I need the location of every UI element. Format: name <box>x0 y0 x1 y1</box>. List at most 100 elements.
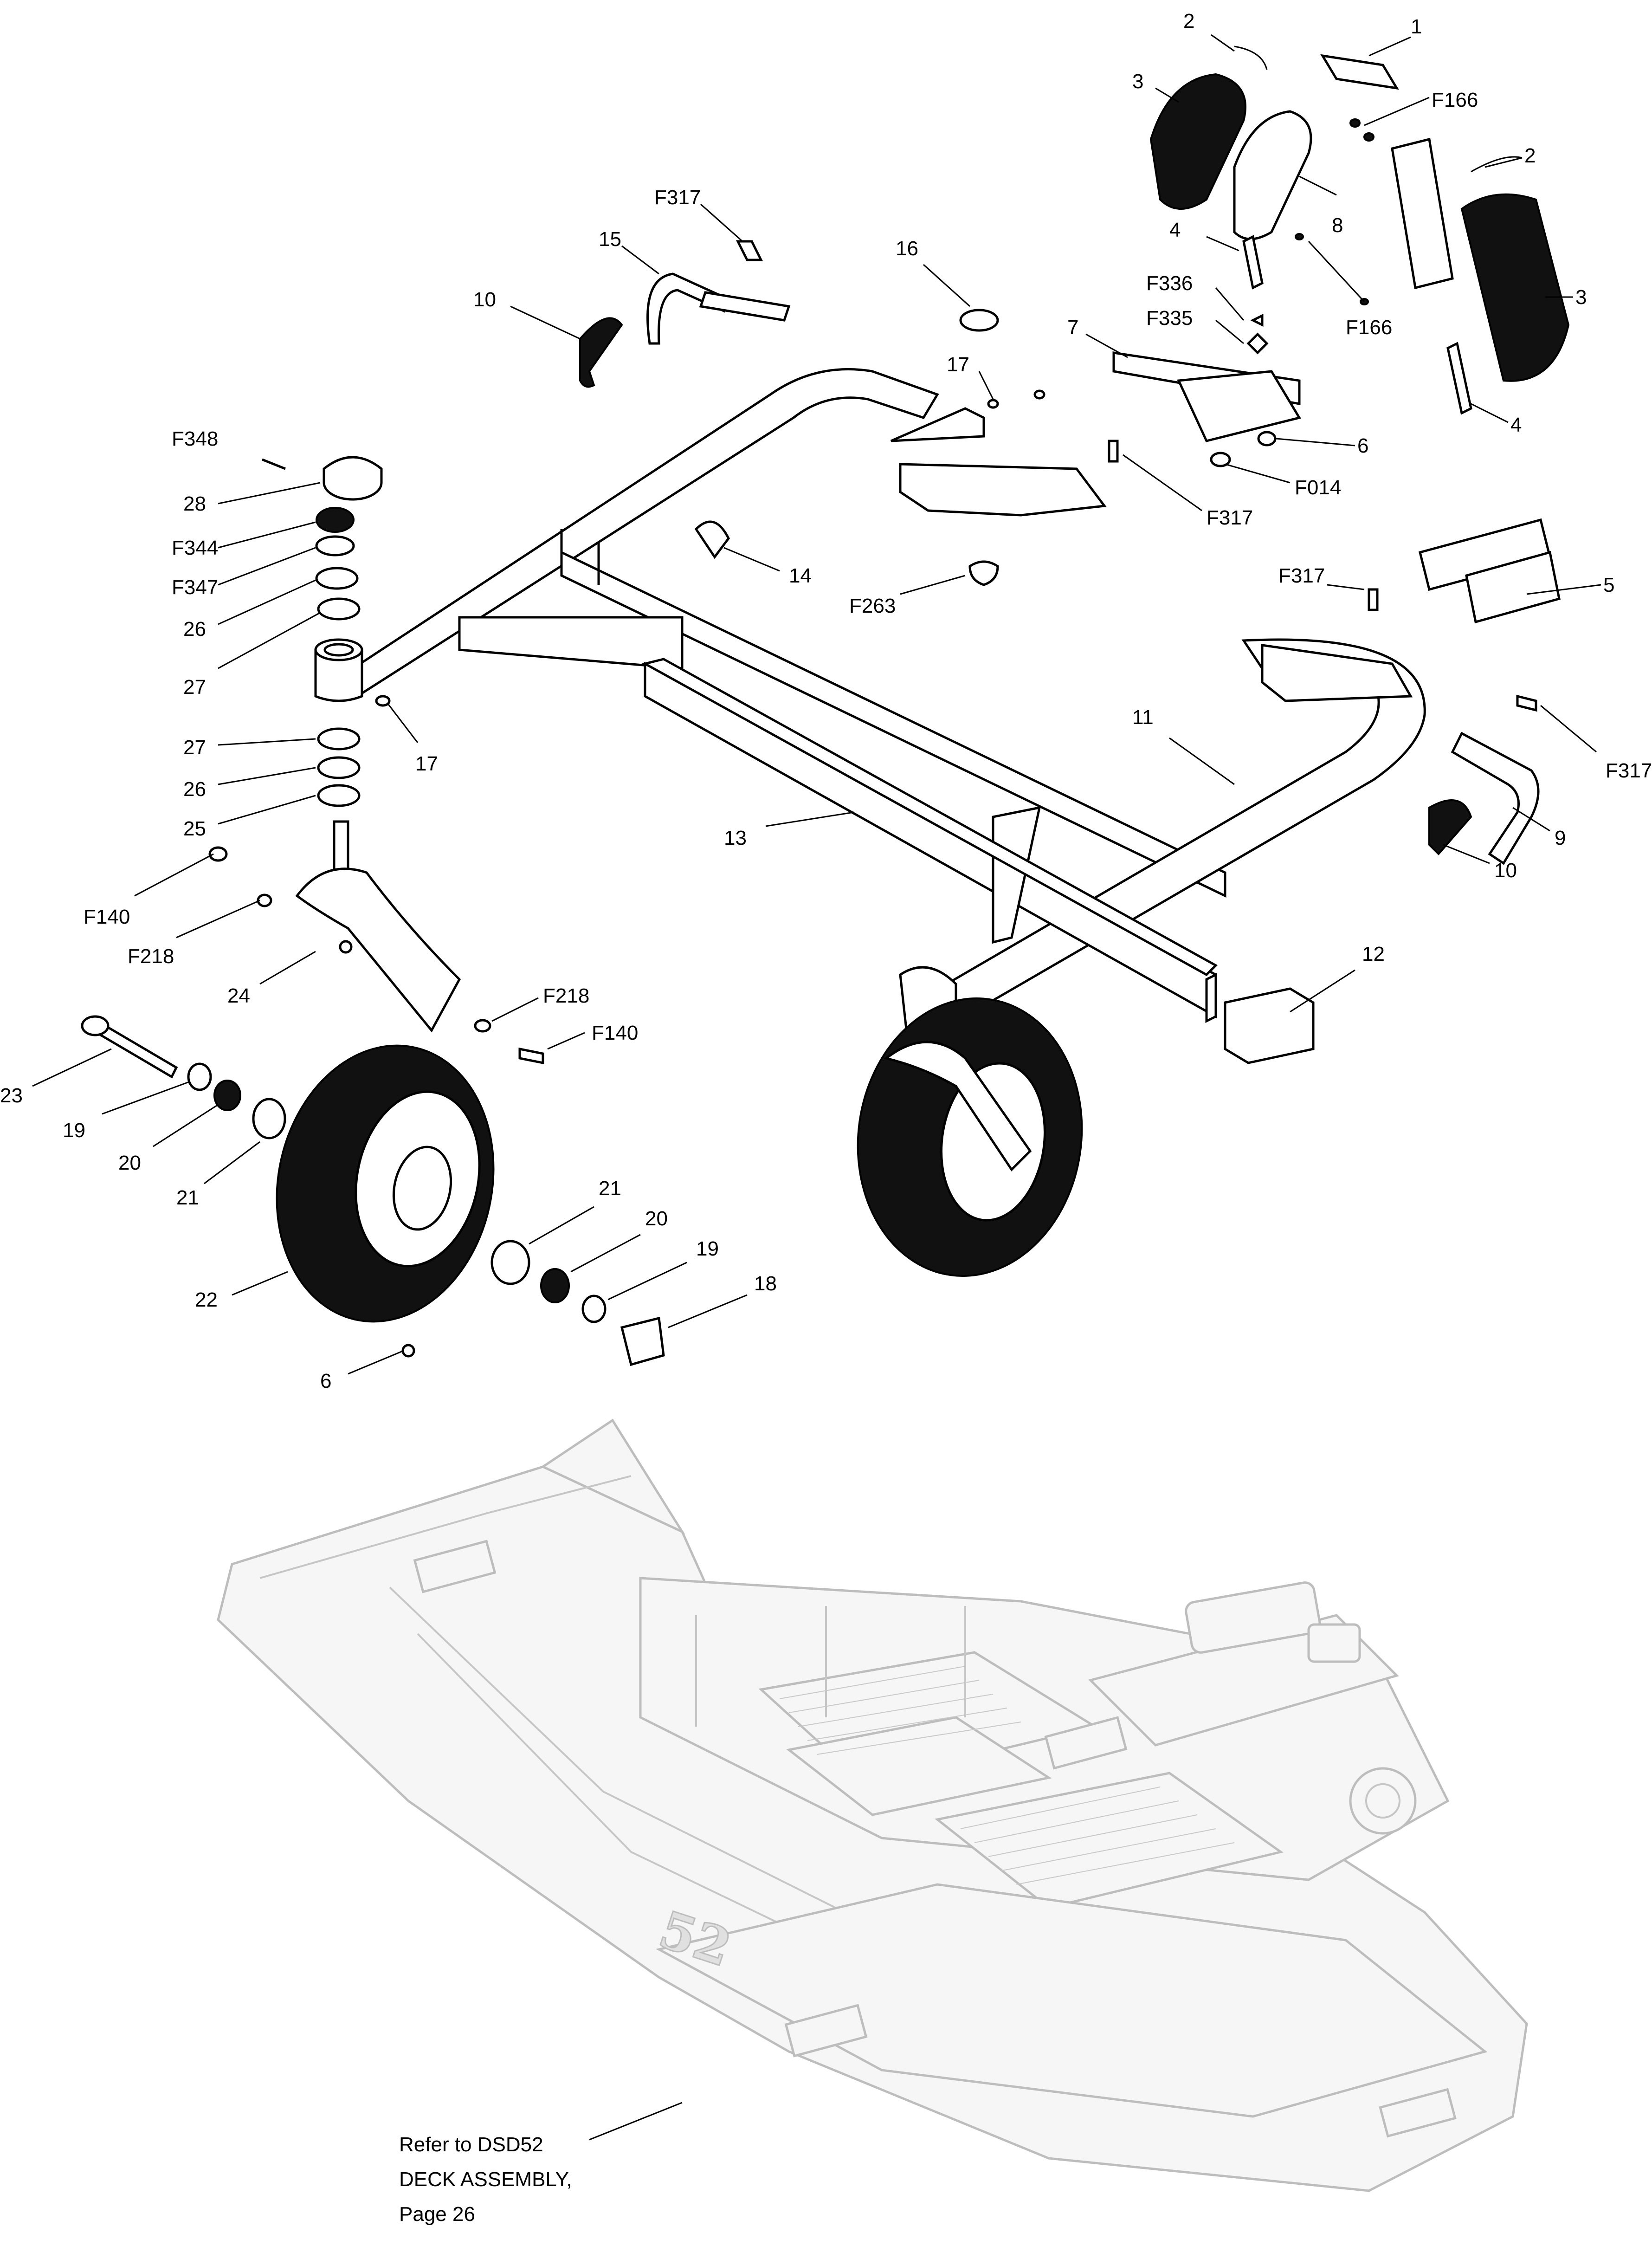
note-line-2: DECK ASSEMBLY, <box>399 2168 572 2191</box>
callout-27: 27 <box>183 612 321 699</box>
svg-text:17: 17 <box>415 752 438 775</box>
svg-text:2: 2 <box>1524 144 1536 167</box>
svg-text:11: 11 <box>1132 706 1154 729</box>
callout-F317c: F317 <box>1278 564 1365 590</box>
callout-12: 12 <box>1290 943 1385 1013</box>
svg-text:F317: F317 <box>1606 759 1652 782</box>
axle-hardware-right <box>490 1240 665 1366</box>
callout-F166: F166 <box>1364 89 1478 126</box>
callout-F166b: F166 <box>1308 240 1392 339</box>
svg-text:26: 26 <box>183 778 206 801</box>
svg-text:F166: F166 <box>1346 316 1392 339</box>
svg-text:2: 2 <box>1183 10 1194 32</box>
svg-text:10: 10 <box>1494 859 1517 882</box>
svg-text:F014: F014 <box>1295 476 1341 499</box>
callout-26: 26 <box>183 579 316 641</box>
svg-text:F347: F347 <box>172 576 218 599</box>
callout-F263: F263 <box>849 575 966 617</box>
svg-text:6: 6 <box>320 1370 331 1392</box>
callout-F014: F014 <box>1225 463 1341 499</box>
callout-8: 8 <box>1299 175 1343 237</box>
callout-21: 21 <box>176 1141 260 1209</box>
svg-text:F263: F263 <box>849 595 896 617</box>
caster-pivot-left <box>314 638 363 702</box>
callout-25: 25 <box>183 795 316 840</box>
callout-16: 16 <box>896 237 971 307</box>
svg-text:12: 12 <box>1362 943 1385 965</box>
svg-text:F140: F140 <box>84 906 130 928</box>
callout-18: 18 <box>668 1272 777 1328</box>
svg-text:4: 4 <box>1169 219 1181 241</box>
svg-text:28: 28 <box>183 492 206 515</box>
callout-F347: F347 <box>172 547 316 599</box>
deck-lift-frame <box>322 368 1426 1023</box>
callout-F317d: F317 <box>1540 705 1652 782</box>
axle-hardware-left <box>81 1015 544 1139</box>
svg-text:3: 3 <box>1575 286 1587 309</box>
callout-1: 1 <box>1368 15 1422 57</box>
callout-F335: F335 <box>1146 307 1244 344</box>
callout-22: 22 <box>195 1271 288 1311</box>
svg-text:27: 27 <box>183 736 206 759</box>
svg-text:3: 3 <box>1132 70 1143 93</box>
caster-fork-left <box>208 820 461 1033</box>
svg-text:14: 14 <box>789 564 812 587</box>
callout-4b: 4 <box>1471 403 1522 436</box>
callout-F348: F348 <box>172 427 218 450</box>
svg-text:20: 20 <box>118 1152 141 1174</box>
callout-20b: 20 <box>570 1207 668 1273</box>
svg-text:7: 7 <box>1067 316 1078 339</box>
callout-F140b: F140 <box>547 1022 638 1050</box>
mower-deck-ghost: 52 <box>217 1418 1528 2192</box>
callout-27b: 27 <box>183 736 316 759</box>
callout-28: 28 <box>183 482 321 515</box>
pivot-brackets <box>1108 313 1561 624</box>
svg-text:F166: F166 <box>1432 89 1478 111</box>
callout-9: 9 <box>1512 807 1566 849</box>
svg-text:21: 21 <box>599 1177 621 1200</box>
callout-6b: 6 <box>320 1350 404 1392</box>
callout-11: 11 <box>1132 706 1235 785</box>
callout-15: 15 <box>599 228 659 275</box>
callout-3b: 3 <box>1545 286 1587 309</box>
svg-text:F348: F348 <box>172 427 218 450</box>
deck-reference-note: Refer to DSD52 DECK ASSEMBLY, Page 26 <box>399 2102 683 2226</box>
svg-text:F335: F335 <box>1146 307 1193 330</box>
callout-19b: 19 <box>607 1237 719 1301</box>
svg-text:F317: F317 <box>1207 506 1253 529</box>
callout-10b: 10 <box>1443 844 1517 882</box>
svg-text:20: 20 <box>645 1207 668 1230</box>
callout-23: 23 <box>0 1048 112 1107</box>
svg-text:25: 25 <box>183 817 206 840</box>
callout-F336: F336 <box>1146 272 1245 321</box>
svg-text:4: 4 <box>1510 414 1522 436</box>
callout-13: 13 <box>724 811 854 849</box>
note-line-3: Page 26 <box>399 2203 475 2226</box>
bearing-stack-lower <box>317 695 391 807</box>
svg-text:24: 24 <box>227 984 250 1007</box>
callout-6: 6 <box>1276 434 1368 457</box>
callout-F317: F317 <box>1123 454 1253 529</box>
latch-parts <box>694 309 1045 586</box>
svg-text:F317: F317 <box>1278 564 1325 587</box>
callout-4: 4 <box>1169 219 1239 252</box>
callouts: 1 2 3 F166 2 3 4 8 4 F336 F335 F166 7 6 … <box>0 10 1652 1392</box>
callout-24: 24 <box>227 951 316 1007</box>
svg-text:6: 6 <box>1357 434 1368 457</box>
handles <box>579 240 1540 865</box>
callout-14: 14 <box>723 547 812 587</box>
callout-17: 17 <box>947 353 994 400</box>
counterweight-bar <box>642 658 1315 1064</box>
svg-text:F218: F218 <box>543 984 589 1007</box>
callout-2b: 2 <box>1484 144 1536 168</box>
callout-7: 7 <box>1067 316 1128 358</box>
svg-text:27: 27 <box>183 676 206 699</box>
callout-19: 19 <box>63 1081 191 1142</box>
wheel-right <box>857 966 1083 1277</box>
callout-17b: 17 <box>387 703 438 775</box>
svg-text:23: 23 <box>0 1084 23 1107</box>
callout-F344: F344 <box>172 521 316 559</box>
callout-5: 5 <box>1526 574 1614 596</box>
svg-text:8: 8 <box>1332 214 1343 237</box>
svg-text:18: 18 <box>754 1272 777 1295</box>
